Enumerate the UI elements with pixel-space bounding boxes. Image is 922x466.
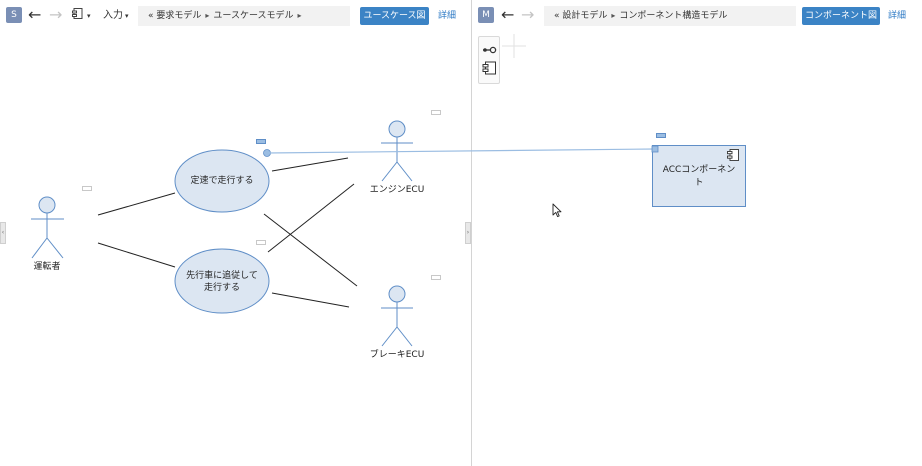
element-handle[interactable] bbox=[656, 133, 666, 138]
chevron-down-icon: ▾ bbox=[125, 12, 129, 20]
diagram-layout-icon bbox=[72, 8, 83, 19]
element-handle[interactable] bbox=[256, 240, 266, 245]
usecase-ellipse[interactable] bbox=[174, 149, 270, 213]
element-handle[interactable] bbox=[431, 110, 441, 115]
usecase-label: 走行する bbox=[203, 283, 240, 293]
model-badge: S bbox=[6, 7, 22, 23]
breadcrumb: « 設計モデル▸コンポーネント構造モデル bbox=[544, 6, 796, 26]
mouse-pointer-icon bbox=[552, 203, 562, 218]
element-handle[interactable] bbox=[431, 275, 441, 280]
component-icon[interactable] bbox=[482, 61, 497, 75]
breadcrumb-item[interactable]: 要求モデル bbox=[156, 11, 202, 21]
component-label-line: ACCコンポーネン bbox=[662, 165, 736, 175]
collapse-left-tab[interactable]: ‹ bbox=[0, 222, 6, 244]
model-badge: M bbox=[478, 7, 494, 23]
detail-link[interactable]: 詳細 bbox=[438, 11, 457, 21]
chevron-down-icon: ▾ bbox=[87, 12, 91, 20]
detail-link[interactable]: 詳細 bbox=[888, 11, 907, 21]
breadcrumb-item[interactable]: 設計モデル bbox=[562, 11, 608, 21]
usecase-label: 定速で走行する bbox=[190, 176, 254, 186]
chevron-right-icon[interactable]: ▸ bbox=[297, 11, 302, 20]
usecase-diagram-button[interactable]: ユースケース図 bbox=[360, 7, 429, 25]
actor-label: ブレーキECU bbox=[369, 350, 425, 360]
input-menu[interactable]: 入力▾ bbox=[103, 7, 129, 25]
input-menu-label: 入力 bbox=[103, 10, 123, 21]
chevron-right-icon: ▸ bbox=[205, 11, 210, 20]
component-diagram-canvas bbox=[502, 34, 526, 58]
actor-figure[interactable] bbox=[381, 285, 413, 347]
actor-label: 運転者 bbox=[33, 262, 61, 272]
element-handle[interactable] bbox=[82, 186, 92, 191]
acc-component[interactable]: ACCコンポーネン ト bbox=[652, 145, 746, 207]
association-line[interactable] bbox=[271, 292, 350, 308]
layout-dropdown[interactable]: ▾ bbox=[72, 7, 91, 25]
association-line[interactable] bbox=[267, 183, 355, 253]
breadcrumb-item[interactable]: コンポーネント構造モデル bbox=[619, 11, 728, 21]
forward-arrow-icon[interactable]: → bbox=[49, 5, 63, 24]
right-toolbar: M ← → « 設計モデル▸コンポーネント構造モデル コンポーネント図 詳細 bbox=[472, 4, 922, 28]
component-label: ACCコンポーネン ト bbox=[659, 164, 739, 190]
element-handle[interactable] bbox=[256, 139, 266, 144]
back-arrow-icon[interactable]: ← bbox=[501, 5, 515, 24]
association-line[interactable] bbox=[97, 242, 176, 268]
component-diagram-pane: M ← → « 設計モデル▸コンポーネント構造モデル コンポーネント図 詳細 A… bbox=[472, 0, 922, 466]
component-icon bbox=[727, 149, 739, 161]
usecase-label: 先行車に追従して bbox=[186, 271, 258, 281]
interface-lollipop-icon[interactable] bbox=[482, 43, 497, 57]
forward-arrow-icon[interactable]: → bbox=[521, 5, 535, 24]
component-diagram-button[interactable]: コンポーネント図 bbox=[802, 7, 880, 25]
actor-figure[interactable] bbox=[381, 120, 413, 182]
tool-palette bbox=[478, 36, 500, 84]
collapse-right-tab[interactable]: › bbox=[465, 222, 471, 244]
actor-figure[interactable] bbox=[31, 196, 64, 259]
back-arrow-icon[interactable]: ← bbox=[28, 5, 42, 24]
pane-divider[interactable] bbox=[471, 0, 472, 466]
trace-anchor-point[interactable] bbox=[263, 149, 271, 157]
actor-label: エンジンECU bbox=[369, 185, 425, 195]
association-line[interactable] bbox=[263, 213, 358, 287]
breadcrumb: « 要求モデル▸ユースケースモデル▸ bbox=[138, 6, 350, 26]
usecase-diagram-canvas bbox=[31, 120, 413, 347]
left-toolbar: S ← → ▾ 入力▾ « 要求モデル▸ユースケースモデル▸ ユースケース図 詳… bbox=[0, 4, 471, 28]
association-line[interactable] bbox=[271, 157, 349, 172]
breadcrumb-prefix: « bbox=[554, 11, 560, 21]
breadcrumb-item[interactable]: ユースケースモデル bbox=[213, 11, 294, 21]
breadcrumb-prefix: « bbox=[148, 11, 154, 21]
chevron-right-icon: ▸ bbox=[611, 11, 616, 20]
association-line[interactable] bbox=[97, 192, 176, 216]
component-label-line: ト bbox=[694, 178, 704, 188]
usecase-ellipse[interactable] bbox=[174, 248, 270, 314]
usecase-diagram-pane: S ← → ▾ 入力▾ « 要求モデル▸ユースケースモデル▸ ユースケース図 詳… bbox=[0, 4, 471, 360]
